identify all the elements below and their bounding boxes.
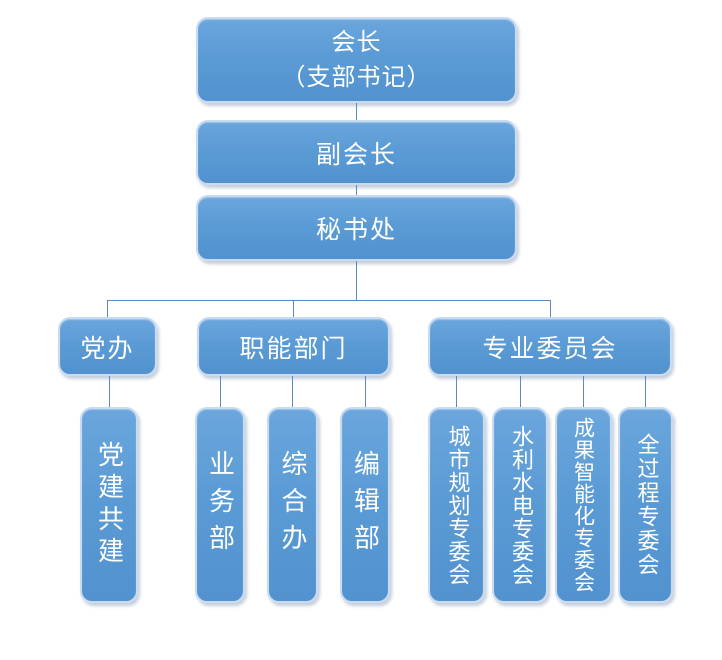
node-party-office: 党办 xyxy=(58,317,157,376)
node-committees: 专业委员会 xyxy=(428,317,672,376)
connector-vice-secretariat xyxy=(356,185,357,195)
connector-drop-functional xyxy=(293,300,294,317)
node-chairman: 会长 （支部书记） xyxy=(196,17,517,103)
node-chairman-title: 会长 xyxy=(331,28,382,57)
node-editorial-dept: 编辑部 xyxy=(340,407,390,603)
node-secretariat: 秘书处 xyxy=(196,195,517,261)
connector-urban-planning xyxy=(456,376,457,407)
connector-editorial-dept xyxy=(365,376,366,407)
connector-drop-party-office xyxy=(107,300,108,317)
node-general-office: 综合办 xyxy=(267,407,318,603)
node-smart-results-committee: 成果智能化专委会 xyxy=(555,407,612,603)
node-vice-chairman: 副会长 xyxy=(196,120,517,185)
connector-smart-results xyxy=(583,376,584,407)
connector-branch-horizontal xyxy=(107,300,551,301)
connector-whole-process xyxy=(645,376,646,407)
node-party-building: 党建共建 xyxy=(80,407,138,603)
connector-water-power xyxy=(520,376,521,407)
node-chairman-subtitle: （支部书记） xyxy=(281,63,432,91)
node-whole-process-committee: 全过程专委会 xyxy=(618,407,673,603)
connector-business-dept xyxy=(220,376,221,407)
connector-party-office-child xyxy=(109,376,110,407)
connector-chairman-vice xyxy=(356,103,357,120)
connector-drop-committees xyxy=(550,300,551,317)
node-urban-planning-committee: 城市规划专委会 xyxy=(428,407,485,603)
node-functional-depts: 职能部门 xyxy=(197,317,390,376)
connector-general-office xyxy=(292,376,293,407)
node-water-power-committee: 水利水电专委会 xyxy=(492,407,548,603)
connector-secretariat-drop xyxy=(356,261,357,301)
node-business-dept: 业务部 xyxy=(195,407,245,603)
